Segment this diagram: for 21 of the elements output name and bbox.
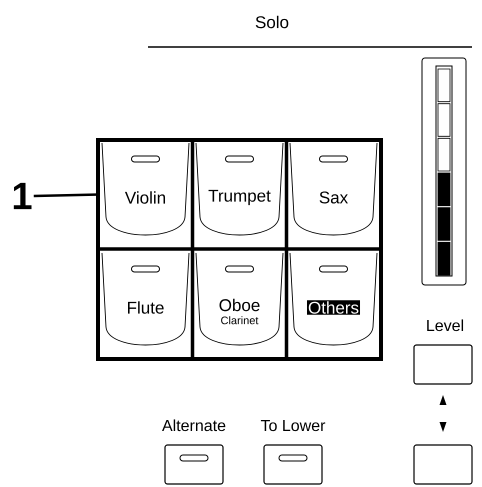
node-label: Flute: [128, 301, 164, 314]
tone-button: Others: [290, 252, 378, 346]
tone-button: Sax: [290, 142, 378, 236]
node-label: Level: [427, 319, 464, 332]
node-label: Clarinet: [221, 316, 258, 324]
node-label: To Lower: [260, 420, 326, 432]
tone-button: Oboe Clarinet: [196, 252, 284, 346]
button: Alternate: [162, 419, 226, 485]
node-label: Alternate: [162, 419, 226, 432]
section-label: Solo: [256, 16, 288, 28]
tone-button: Trumpet: [196, 142, 284, 236]
node-label: Oboe: [220, 298, 260, 312]
button: To Lower: [260, 420, 326, 485]
callout-number: 1: [14, 182, 32, 210]
button: [413, 444, 473, 485]
node-label: Sax: [320, 191, 348, 204]
node-label: Trumpet: [208, 190, 271, 206]
node-label: Violin: [124, 191, 166, 204]
tone-button: Violin: [102, 142, 190, 236]
button: Level: [413, 319, 473, 385]
tone-button: Flute: [102, 252, 190, 346]
